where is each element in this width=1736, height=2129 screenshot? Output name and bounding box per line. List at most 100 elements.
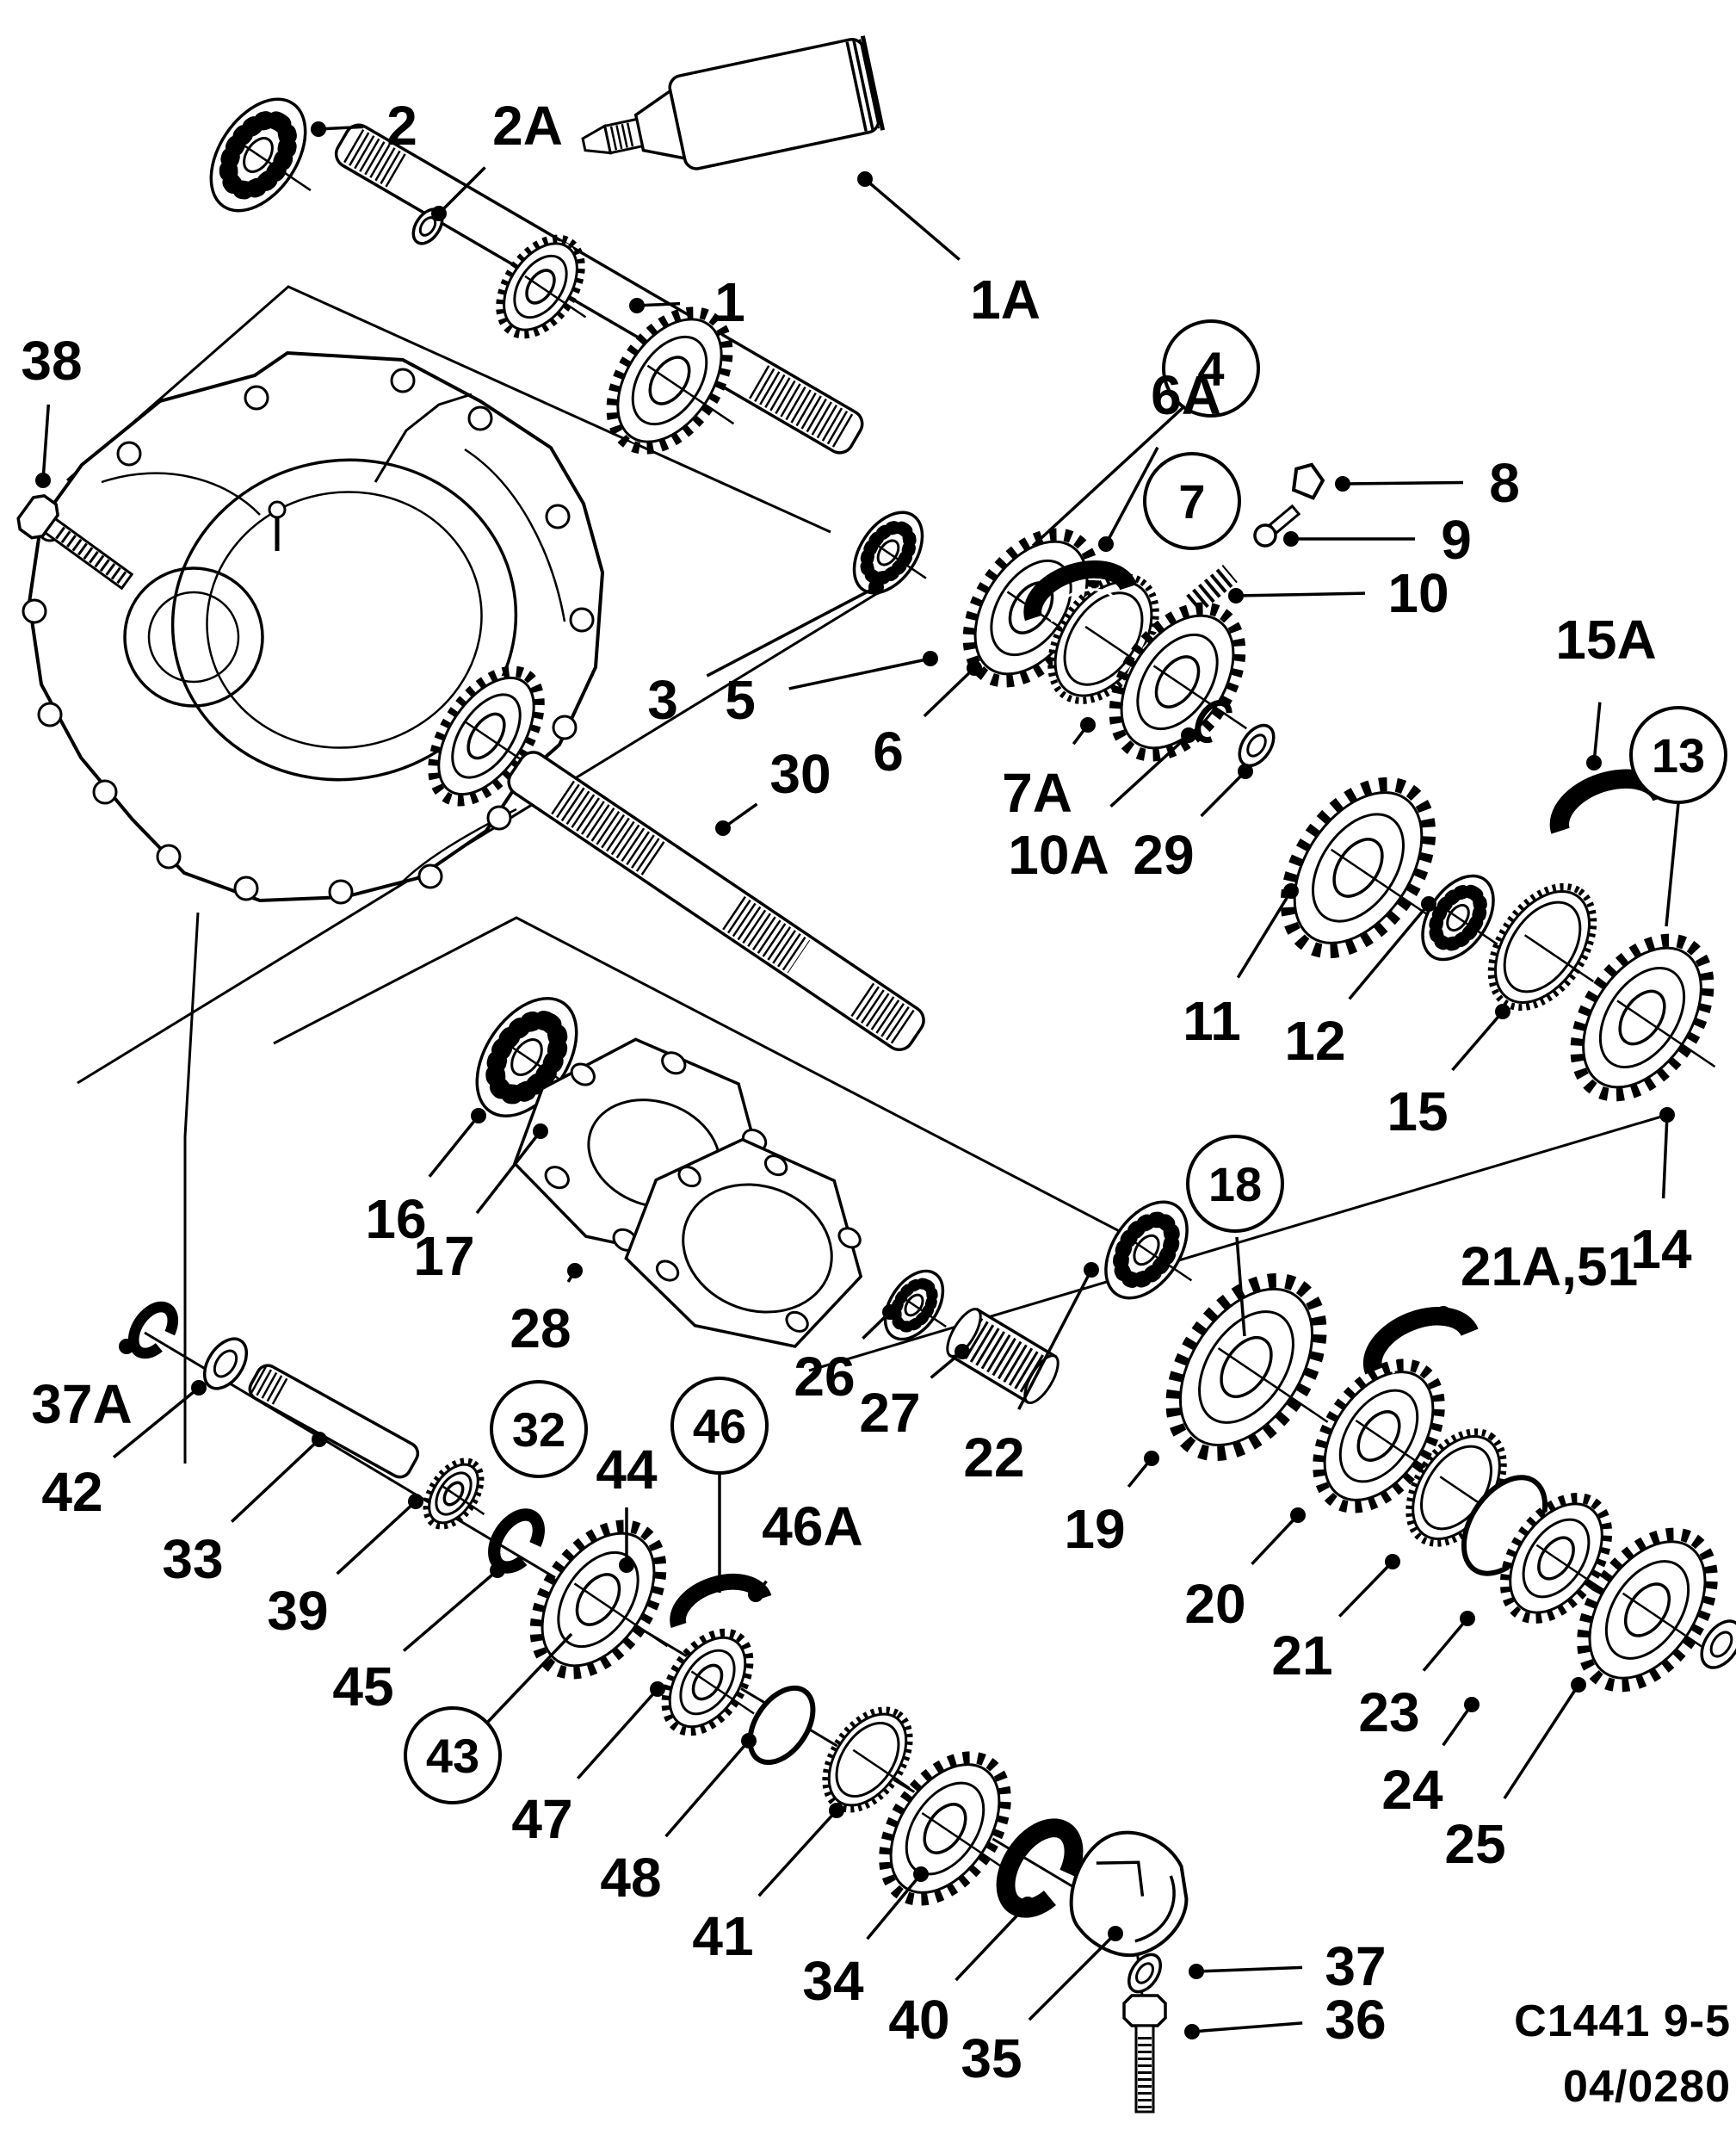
callout-circle xyxy=(1143,452,1241,550)
part-washer-42 xyxy=(202,1337,249,1390)
leader-dot xyxy=(1228,588,1244,603)
callout-33: 33 xyxy=(162,1432,327,1590)
callout-43: 43 xyxy=(404,1632,573,1804)
callout-label: 12 xyxy=(1284,1010,1345,1072)
callout-1A: 1A xyxy=(857,171,1041,331)
callout-4: 4 xyxy=(1031,319,1260,548)
callout-46: 46 xyxy=(670,1377,769,1593)
leader-dot xyxy=(191,1380,207,1396)
callout-label: 30 xyxy=(769,743,831,805)
leader-line xyxy=(1661,1114,1669,1199)
callout-34: 34 xyxy=(802,1866,929,2012)
leader-line xyxy=(1235,591,1366,597)
leader-dot xyxy=(471,1108,486,1123)
callout-20: 20 xyxy=(1184,1507,1306,1635)
leader-line xyxy=(923,666,976,718)
callout-label: 9 xyxy=(1441,509,1472,571)
leader-dot xyxy=(1184,2024,1200,2039)
leader-dot xyxy=(1659,1107,1675,1123)
part-pinion-head-30 xyxy=(428,665,549,807)
callout-label: 44 xyxy=(596,1439,658,1501)
part-pinion-shaft-30 xyxy=(507,751,925,1051)
leader-line xyxy=(954,1903,1029,1982)
callout-label: 1A xyxy=(970,269,1041,331)
callout-label: 24 xyxy=(1381,1759,1443,1821)
callout-7A: 7A xyxy=(1002,717,1096,824)
leader-dot xyxy=(1098,536,1114,552)
drawing-revision: 04/0280 xyxy=(1563,2062,1731,2112)
leader-dot xyxy=(1189,1964,1204,1979)
part-interlock-pin-8 xyxy=(1291,462,1325,500)
leader-dot xyxy=(567,1263,583,1278)
leader-line xyxy=(1442,1703,1473,1747)
callout-9: 9 xyxy=(1283,509,1472,571)
callout-10: 10 xyxy=(1228,562,1449,624)
callout-6: 6 xyxy=(873,660,982,783)
leader-dot xyxy=(913,1866,929,1882)
drawing-code: C1441 9-5 xyxy=(1514,1996,1731,2046)
callout-12: 12 xyxy=(1284,896,1436,1072)
leader-dot xyxy=(748,1587,763,1602)
part-oring-48 xyxy=(747,1685,816,1766)
callout-label: 20 xyxy=(1184,1573,1245,1635)
part-spring-10 xyxy=(1186,565,1238,613)
callout-label: 2A xyxy=(492,95,563,157)
part-input-gear-large xyxy=(606,306,735,455)
callout-26: 26 xyxy=(794,1304,898,1408)
leader-line xyxy=(1195,1965,1303,1973)
leader-line xyxy=(1109,733,1190,808)
leader-dot xyxy=(490,1563,505,1578)
leader-line xyxy=(336,1500,417,1575)
leader-line xyxy=(757,1809,838,1897)
part-splined-washer-39 xyxy=(423,1457,485,1530)
leader-dot xyxy=(311,121,326,137)
callout-label: 16 xyxy=(365,1188,426,1250)
callout-label: 33 xyxy=(162,1528,223,1590)
leader-dot xyxy=(954,1344,970,1359)
callout-5: 5 xyxy=(725,651,938,731)
callout-label: 21 xyxy=(1271,1625,1332,1686)
leader-dot xyxy=(829,1803,844,1818)
callout-label: 42 xyxy=(41,1461,102,1523)
callout-label: 6 xyxy=(873,721,904,783)
leader-dot xyxy=(857,171,873,187)
leader-dot xyxy=(533,1123,548,1139)
leader-line xyxy=(1251,1513,1300,1566)
callout-29: 29 xyxy=(1133,764,1253,886)
callout-10A: 10A xyxy=(1008,727,1196,886)
leader-dot xyxy=(1020,1897,1035,1912)
part-input-shaft-1 xyxy=(334,123,864,455)
callout-3: 3 xyxy=(647,579,884,731)
leader-line xyxy=(1200,770,1247,818)
leader-dot xyxy=(1181,727,1196,743)
callout-label: 3 xyxy=(647,669,678,731)
part-thrust-washer-21a xyxy=(1362,1307,1479,1375)
callout-23: 23 xyxy=(1358,1611,1475,1743)
leader-line xyxy=(402,1569,499,1652)
leader-dot xyxy=(119,1339,134,1354)
leader-dot xyxy=(312,1432,327,1447)
callout-label: 14 xyxy=(1630,1218,1692,1280)
part-needle-bearing-3 xyxy=(852,511,927,595)
callout-46A: 46A xyxy=(748,1495,863,1602)
callout-label: 28 xyxy=(510,1297,571,1359)
part-bolt-36 xyxy=(1122,1994,1167,2114)
part-idler-shaft-33 xyxy=(248,1364,420,1479)
callout-21A51: 21A,51 xyxy=(1436,1235,1638,1321)
leader-dot xyxy=(1436,1306,1451,1321)
callout-label: 10A xyxy=(1008,824,1109,886)
callout-32: 32 xyxy=(490,1380,588,1478)
leader-line xyxy=(1104,446,1159,545)
callout-label: 34 xyxy=(802,1950,864,2012)
callout-8: 8 xyxy=(1335,452,1520,514)
callout-circle xyxy=(1162,319,1260,418)
callout-label: 13 xyxy=(1652,728,1705,783)
leader-dot xyxy=(1385,1554,1400,1569)
leader-line xyxy=(475,1129,542,1215)
callout-28: 28 xyxy=(510,1263,583,1359)
construction-line-1 xyxy=(273,916,1150,1248)
leader-dot xyxy=(1464,1697,1480,1712)
leader-line xyxy=(866,1872,923,1940)
leader-dot xyxy=(408,1494,423,1509)
callout-label: 23 xyxy=(1358,1681,1419,1743)
